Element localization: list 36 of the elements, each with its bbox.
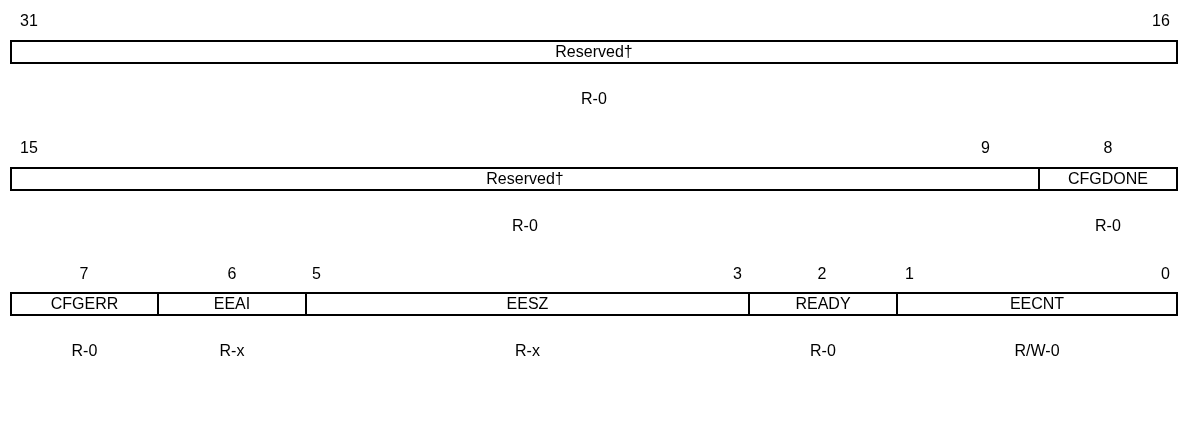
field-name: READY <box>795 295 851 313</box>
register-field <box>896 292 1178 316</box>
bit-number: 31 <box>20 12 38 30</box>
field-name: Reserved† <box>555 43 633 61</box>
bit-number: 1 <box>905 265 914 283</box>
field-name: Reserved† <box>486 170 564 188</box>
register-field <box>1038 167 1178 191</box>
register-field <box>305 292 750 316</box>
access-type: R-0 <box>1095 217 1121 235</box>
access-type: R-0 <box>581 90 607 108</box>
bit-number: 9 <box>981 139 990 157</box>
access-type: R-0 <box>512 217 538 235</box>
bit-number: 5 <box>312 265 321 283</box>
bit-number: 7 <box>79 265 89 283</box>
register-field <box>157 292 307 316</box>
field-name: EECNT <box>1009 295 1065 313</box>
access-type: R-0 <box>810 342 836 360</box>
access-type: R/W-0 <box>1014 342 1060 360</box>
field-name: CFGDONE <box>1068 170 1148 188</box>
bit-number: 15 <box>20 139 38 157</box>
register-field <box>748 292 898 316</box>
register-field <box>10 40 1178 64</box>
access-type: R-x <box>515 342 540 360</box>
field-name: CFGERR <box>50 295 119 313</box>
bit-number: 3 <box>733 265 742 283</box>
field-name: EESZ <box>506 295 549 313</box>
register-field <box>10 167 1040 191</box>
bit-number: 2 <box>817 265 827 283</box>
access-type: R-0 <box>71 342 98 360</box>
bit-number: 8 <box>1103 139 1113 157</box>
register-field <box>10 292 159 316</box>
field-name: EEAI <box>213 295 251 313</box>
bit-number: 0 <box>1161 265 1170 283</box>
bit-number: 6 <box>227 265 237 283</box>
access-type: R-x <box>219 342 245 360</box>
bit-number: 16 <box>1152 12 1170 30</box>
